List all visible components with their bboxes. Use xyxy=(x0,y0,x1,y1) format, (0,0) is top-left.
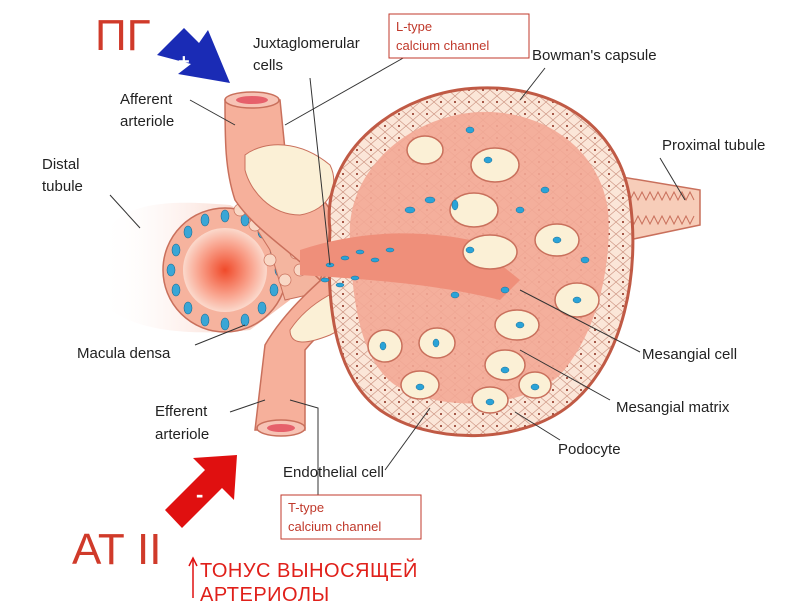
t-type-line1: T-type xyxy=(288,500,324,515)
label-efferent-2: arteriole xyxy=(155,426,209,443)
plus-sign: + xyxy=(178,51,190,73)
minus-sign: - xyxy=(196,482,203,507)
label-juxtaglomerular-1: Juxtaglomerular xyxy=(253,35,360,52)
label-mesangial-cell: Mesangial cell xyxy=(642,346,737,363)
bottom-note-line1: ТОНУС ВЫНОСЯЩЕЙ xyxy=(200,559,418,583)
title-pg: ПГ xyxy=(95,11,151,60)
minus-arrow-icon: - xyxy=(165,455,237,528)
label-distal-2: tubule xyxy=(42,178,83,195)
label-bowmans-capsule: Bowman's capsule xyxy=(532,47,657,64)
plus-arrow-icon: + xyxy=(157,28,230,83)
label-endothelial-cell: Endothelial cell xyxy=(283,464,384,481)
up-arrow-icon xyxy=(189,558,197,598)
t-type-line2: calcium channel xyxy=(288,519,381,534)
label-proximal: Proximal tubule xyxy=(662,137,765,154)
l-type-line1: L-type xyxy=(396,19,432,34)
bottom-note-line2: АРТЕРИОЛЫ xyxy=(200,583,418,607)
label-afferent-2: arteriole xyxy=(120,113,174,130)
title-at-ii: АТ II xyxy=(72,525,161,574)
label-macula-densa: Macula densa xyxy=(77,345,171,362)
label-podocyte: Podocyte xyxy=(558,441,621,458)
label-efferent-1: Efferent xyxy=(155,403,208,420)
label-afferent-1: Afferent xyxy=(120,91,173,108)
l-type-line2: calcium channel xyxy=(396,38,489,53)
label-juxtaglomerular-2: cells xyxy=(253,57,283,74)
label-mesangial-matrix: Mesangial matrix xyxy=(616,399,730,416)
label-distal-1: Distal xyxy=(42,156,80,173)
